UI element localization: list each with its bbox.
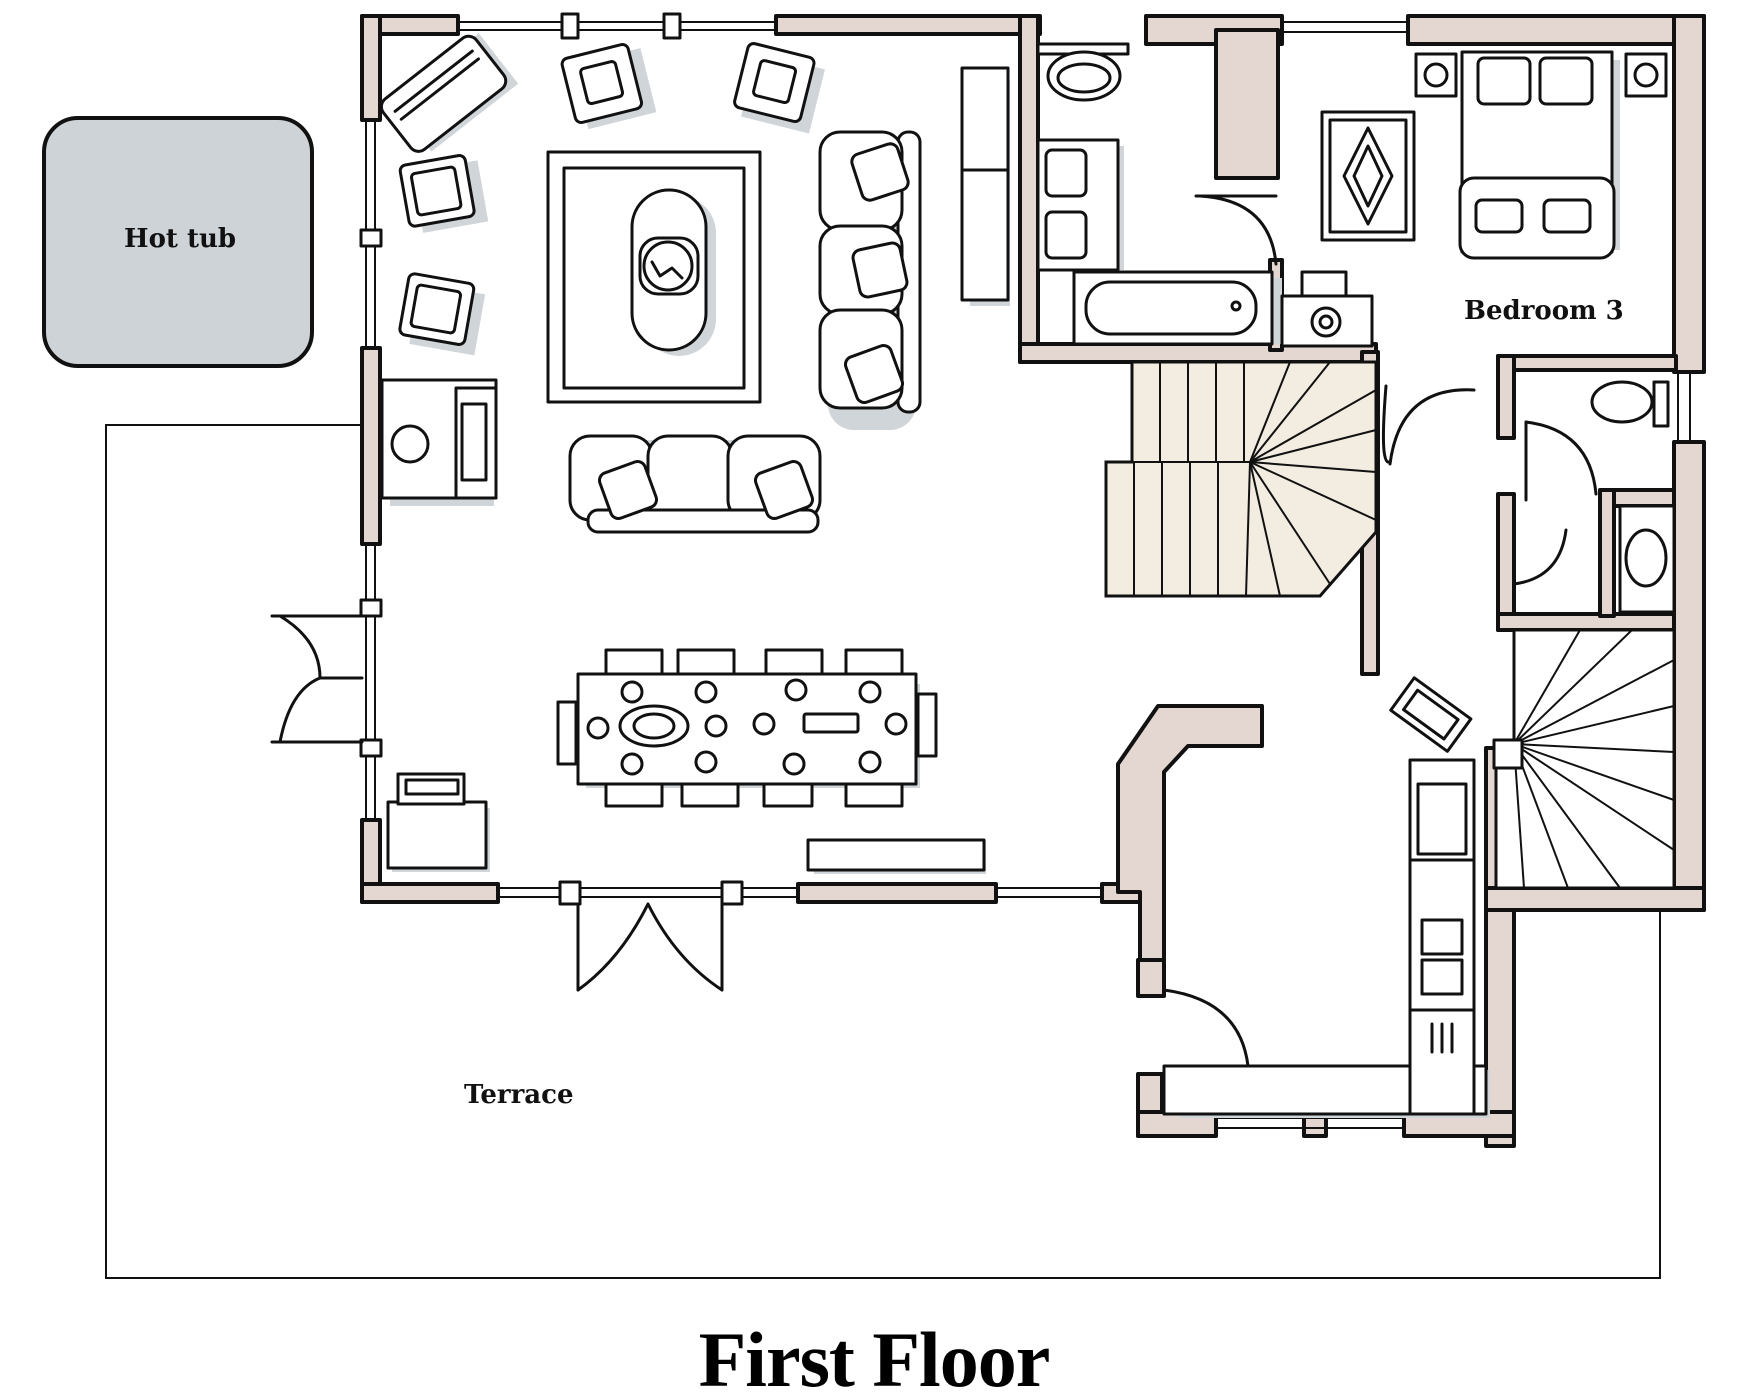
bathroom-fixtures bbox=[1036, 42, 1416, 348]
windows bbox=[359, 12, 1691, 1129]
terrace-outline bbox=[105, 424, 1661, 1279]
hot-tub bbox=[42, 116, 314, 368]
stairs-upper bbox=[1104, 360, 1378, 598]
dining-table bbox=[556, 648, 938, 808]
label-bedroom-3: Bedroom 3 bbox=[1464, 296, 1624, 326]
bedroom-3-furniture bbox=[1414, 50, 1668, 260]
plan-title: First Floor bbox=[699, 1316, 1050, 1396]
kitchen bbox=[1162, 676, 1490, 1118]
label-hot-tub: Hot tub bbox=[124, 224, 236, 254]
label-terrace: Terrace bbox=[464, 1080, 574, 1110]
living-room-furniture bbox=[379, 33, 1010, 874]
wc-fixtures bbox=[1590, 380, 1676, 614]
stairs-lower bbox=[1492, 628, 1676, 890]
